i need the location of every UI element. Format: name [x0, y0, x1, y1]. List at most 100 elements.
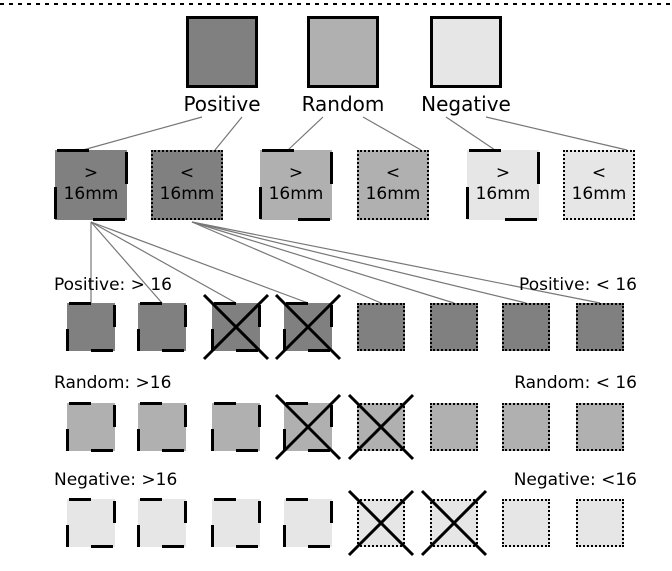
negative-trial-1-box — [67, 499, 115, 547]
random-subgroup-greater-bar-left — [259, 187, 262, 219]
positive-subgroup-greater-bar-right — [125, 152, 128, 184]
positive-link-line-3 — [90, 221, 309, 304]
positive-trial-2-bar-bottom — [162, 349, 184, 352]
random-row-left-label: Random: >16 — [54, 373, 172, 393]
positive-link-line-2 — [90, 221, 237, 304]
positive-subgroup-greater-label: >16mm — [55, 163, 127, 206]
random-trial-5-cross-b — [347, 393, 415, 461]
negative-row-right-label: Negative: <16 — [513, 470, 637, 490]
positive-trial-4-cross-b — [274, 293, 342, 361]
positive-link-line-5 — [191, 221, 455, 304]
positive-subgroup-less-label: <16mm — [151, 163, 223, 206]
category-link-line-5 — [485, 116, 628, 151]
negative-trial-3-bar-left — [211, 525, 214, 547]
negative-subgroup-greater-box — [467, 150, 539, 220]
random-subgroup-greater-size: 16mm — [268, 184, 324, 205]
positive-trial-7-box — [502, 303, 550, 351]
positive-trial-6-box — [430, 303, 478, 351]
negative-trial-4-bar-bottom — [308, 545, 330, 548]
random-trial-2-bar-top — [140, 402, 162, 405]
negative-trial-2-bar-bottom — [162, 545, 184, 548]
negative-trial-1-bar-right — [113, 501, 116, 523]
positive-category-label: Positive — [183, 92, 261, 116]
negative-subgroup-greater-bar-left — [466, 187, 469, 219]
negative-trial-2-bar-left — [137, 525, 140, 547]
random-trial-3-bar-right — [258, 405, 261, 427]
random-row-right-label: Random: < 16 — [514, 373, 637, 393]
negative-trial-2-box — [138, 499, 186, 547]
positive-trial-1-bar-right — [113, 305, 116, 327]
positive-trial-3-bar-right — [258, 305, 261, 327]
random-trial-1-bar-right — [113, 405, 116, 427]
random-trial-2-bar-right — [184, 405, 187, 427]
random-category-label: Random — [301, 92, 385, 116]
random-trial-8-box — [576, 403, 624, 451]
random-category-box — [307, 16, 379, 88]
negative-trial-4-box — [284, 499, 332, 547]
positive-row-right-label: Positive: < 16 — [519, 275, 637, 295]
random-trial-6-box — [430, 403, 478, 451]
random-subgroup-less-label: <16mm — [357, 163, 429, 206]
random-subgroup-greater-label: >16mm — [260, 163, 332, 206]
random-subgroup-less-box — [357, 150, 429, 220]
random-subgroup-greater-bar-bottom — [298, 218, 330, 221]
category-link-line-0 — [82, 116, 203, 151]
random-trial-4-bar-top — [286, 402, 308, 405]
negative-trial-4-bar-top — [286, 498, 308, 501]
positive-subgroup-greater-bar-top — [57, 149, 89, 152]
random-subgroup-less-symbol: < — [385, 163, 401, 183]
negative-trial-1-bar-left — [66, 525, 69, 547]
negative-trial-6-cross-b — [420, 489, 488, 557]
positive-trial-3-bar-top — [214, 302, 236, 305]
positive-trial-4-bar-top — [286, 302, 308, 305]
positive-subgroup-less-symbol: < — [179, 163, 195, 183]
negative-trial-7-box — [502, 499, 550, 547]
random-trial-3-bar-bottom — [236, 449, 258, 452]
positive-trial-2-bar-left — [137, 329, 140, 351]
negative-subgroup-greater-symbol: > — [495, 163, 511, 183]
random-trial-1-bar-left — [66, 429, 69, 451]
random-subgroup-greater-box — [260, 150, 332, 220]
negative-subgroup-less-box — [563, 150, 635, 220]
negative-trial-1-bar-top — [69, 498, 91, 501]
positive-trial-2-bar-right — [184, 305, 187, 327]
negative-row-left-label: Negative: >16 — [54, 470, 178, 490]
negative-trial-2-bar-right — [184, 501, 187, 523]
negative-trial-3-box — [212, 499, 260, 547]
positive-subgroup-less-box — [151, 150, 223, 220]
positive-trial-4-bar-right — [330, 305, 333, 327]
negative-subgroup-less-symbol: < — [591, 163, 607, 183]
category-link-line-3 — [362, 116, 422, 151]
positive-trial-3-bar-left — [211, 329, 214, 351]
random-trial-4-bar-right — [330, 405, 333, 427]
positive-subgroup-greater-symbol: > — [83, 163, 99, 183]
random-trial-2-bar-left — [137, 429, 140, 451]
random-trial-3-box — [212, 403, 260, 451]
positive-trial-4-bar-bottom — [308, 349, 330, 352]
negative-trial-5-cross-b — [347, 489, 415, 557]
negative-trial-2-bar-top — [140, 498, 162, 501]
random-trial-3-bar-left — [211, 429, 214, 451]
negative-trial-1-bar-bottom — [91, 545, 113, 548]
positive-trial-3-cross-b — [202, 293, 270, 361]
random-trial-4-bar-left — [283, 429, 286, 451]
positive-link-line-1 — [90, 221, 163, 304]
negative-subgroup-less-size: 16mm — [571, 184, 627, 205]
random-trial-7-box — [502, 403, 550, 451]
negative-subgroup-greater-bar-right — [537, 152, 540, 184]
positive-trial-2-box — [138, 303, 186, 351]
random-trial-1-box — [67, 403, 115, 451]
negative-trial-3-bar-bottom — [236, 545, 258, 548]
positive-trial-8-box — [576, 303, 624, 351]
negative-trial-3-bar-top — [214, 498, 236, 501]
random-trial-4-cross-b — [274, 393, 342, 461]
negative-category-label: Negative — [421, 92, 511, 116]
category-link-line-1 — [214, 116, 243, 151]
random-subgroup-greater-symbol: > — [288, 163, 304, 183]
random-subgroup-greater-bar-right — [330, 152, 333, 184]
random-trial-2-bar-bottom — [162, 449, 184, 452]
positive-trial-5-box — [357, 303, 405, 351]
random-subgroup-greater-bar-top — [262, 149, 294, 152]
